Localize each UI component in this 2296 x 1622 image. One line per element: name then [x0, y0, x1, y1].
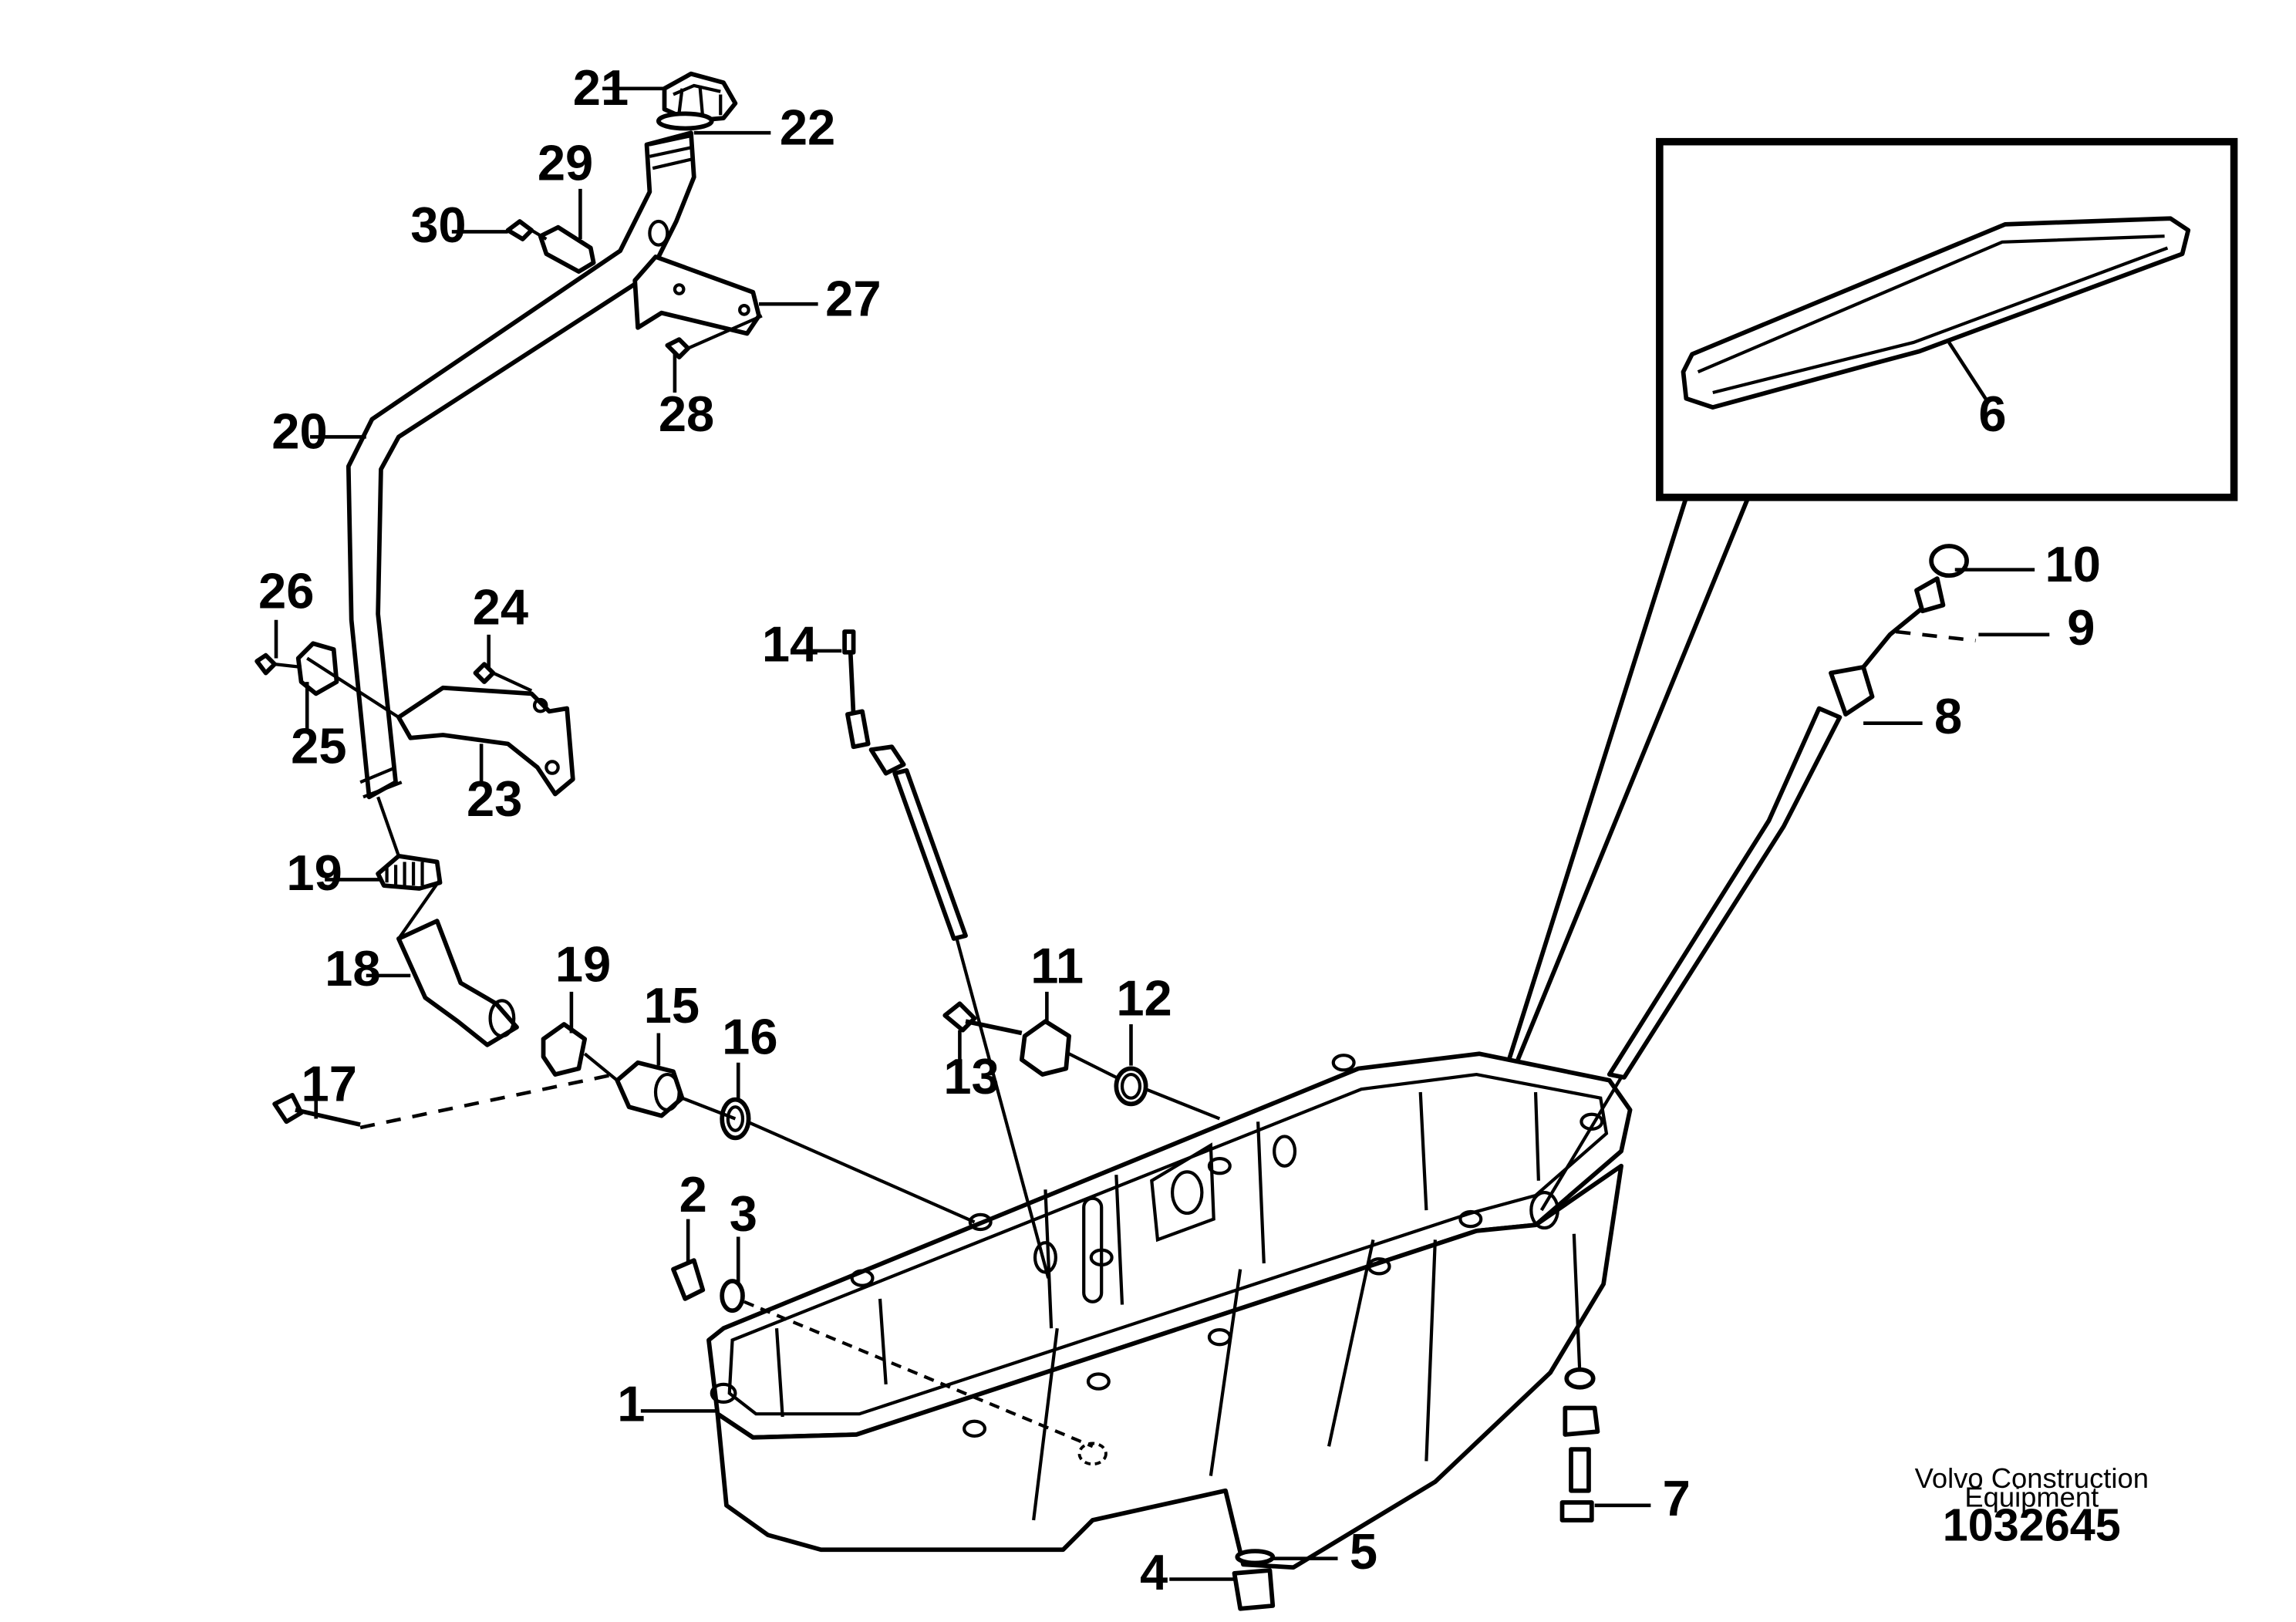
- reference-number: 1032645: [1943, 1499, 2121, 1551]
- callout-19-lower: 19: [555, 936, 611, 993]
- sensor-assembly: [671, 544, 1976, 1611]
- callout-23: 23: [467, 771, 522, 827]
- gasket-detail-inset: [1506, 137, 2238, 1061]
- tube-bracket: [632, 255, 761, 336]
- brand-line-2: Equipment: [1964, 1482, 2099, 1513]
- callout-18: 18: [325, 940, 380, 996]
- callout-20: 20: [271, 403, 327, 460]
- filler-seal: [656, 111, 714, 131]
- callout-26: 26: [258, 562, 314, 619]
- callout-3: 3: [730, 1185, 757, 1242]
- callout-28: 28: [659, 386, 714, 442]
- hose-clamp-lower: [541, 1022, 588, 1077]
- callout-8: 8: [1934, 688, 1962, 744]
- callout-17: 17: [302, 1056, 357, 1112]
- tube-clip: [538, 224, 596, 274]
- callout-7: 7: [1663, 1470, 1691, 1526]
- callout-22: 22: [780, 99, 835, 156]
- lower-bracket: [396, 685, 575, 797]
- inset-pointer-line: [1506, 496, 1751, 1061]
- clip-screw-26: [255, 653, 277, 676]
- brand-line-1: Volvo Construction: [1915, 1462, 2149, 1494]
- callout-12: 12: [1116, 970, 1172, 1027]
- callout-6: 6: [1978, 386, 2006, 442]
- plug-screw: [942, 1001, 977, 1033]
- filler-tube: [346, 130, 696, 800]
- clip-screw: [505, 219, 534, 241]
- callout-9: 9: [2067, 599, 2095, 656]
- callout-5: 5: [1350, 1523, 1377, 1580]
- callout-2: 2: [679, 1166, 707, 1222]
- grommet: [1019, 1019, 1071, 1077]
- callout-19-upper: 19: [286, 845, 342, 901]
- callout-15: 15: [644, 977, 700, 1034]
- bracket-screw-24: [473, 662, 496, 684]
- callout-1: 1: [617, 1376, 645, 1432]
- callout-24: 24: [473, 578, 528, 635]
- callout-27: 27: [825, 271, 881, 327]
- callout-13: 13: [943, 1048, 999, 1104]
- brand-block: Volvo Construction Equipment 1032645: [1915, 1462, 2149, 1551]
- callout-29: 29: [538, 134, 593, 191]
- callout-10: 10: [2045, 536, 2101, 592]
- callout-14: 14: [762, 615, 818, 672]
- oil-pan: [706, 1051, 1633, 1570]
- gasket-outline: [1681, 216, 2191, 410]
- callout-21: 21: [573, 59, 629, 116]
- hose-clip-25: [295, 641, 339, 696]
- callout-leaders: [274, 86, 2050, 1581]
- bracket-screw: [665, 337, 691, 359]
- filler-tube-assembly: [255, 71, 976, 1224]
- callout-25: 25: [291, 717, 346, 774]
- callout-11: 11: [1030, 937, 1084, 993]
- elbow-hose: [396, 919, 519, 1047]
- callout-labels: 21 22 29 30 27 28 20 24 26 25 23 19 18 1…: [258, 59, 2101, 1600]
- callout-4: 4: [1140, 1544, 1168, 1600]
- callout-16: 16: [722, 1008, 777, 1064]
- callout-30: 30: [410, 197, 466, 253]
